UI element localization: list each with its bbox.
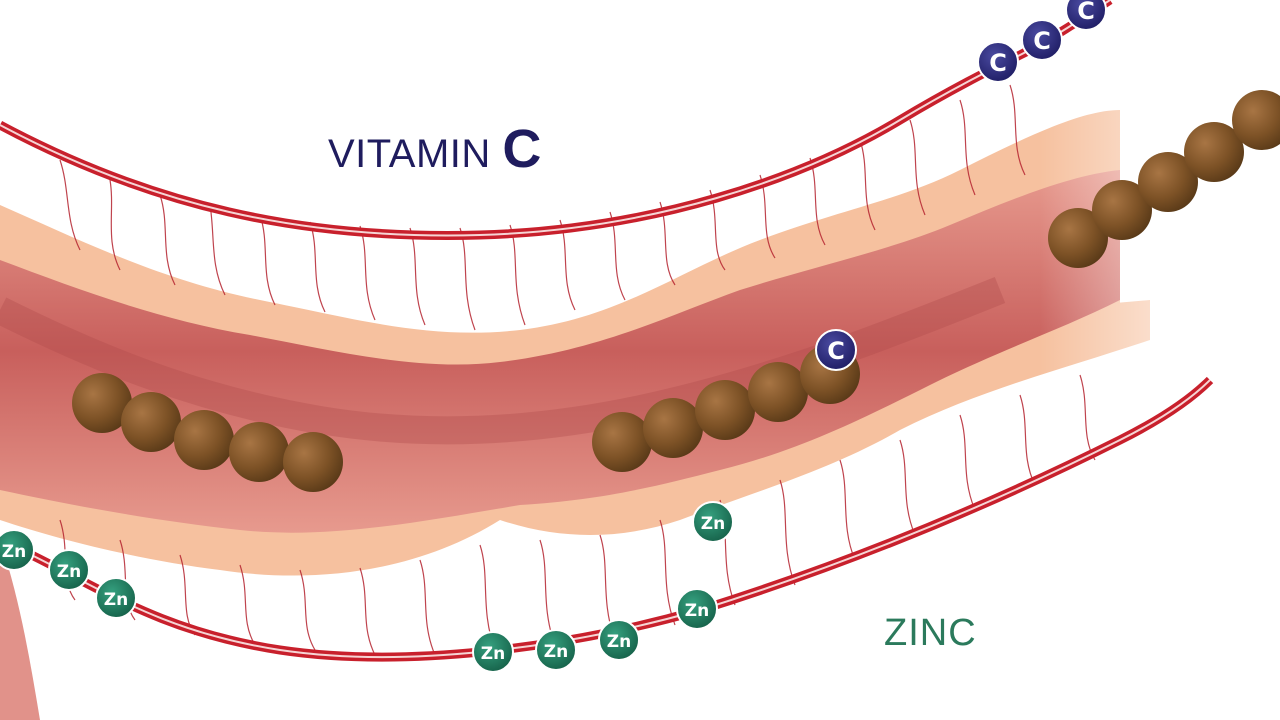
svg-text:Zn: Zn <box>2 542 26 562</box>
svg-text:Zn: Zn <box>57 562 81 582</box>
food-particle-icon <box>1138 152 1198 212</box>
food-particle-icon <box>748 362 808 422</box>
zinc-molecule-icon: Zn <box>95 577 137 619</box>
food-particle-icon <box>643 398 703 458</box>
svg-text:Zn: Zn <box>104 590 128 610</box>
food-particle-icon <box>695 380 755 440</box>
svg-text:Zn: Zn <box>701 514 725 534</box>
food-particle-icon <box>592 412 652 472</box>
svg-text:Zn: Zn <box>607 632 631 652</box>
food-particle-icon <box>229 422 289 482</box>
zinc-molecule-icon: Zn <box>598 619 640 661</box>
zinc-molecule-icon: Zn <box>472 631 514 673</box>
food-particle-icon <box>1232 90 1280 150</box>
food-particle-icon <box>1184 122 1244 182</box>
food-particle-icon <box>283 432 343 492</box>
svg-text:C: C <box>827 337 845 365</box>
vitamin-c-molecule-icon: C <box>815 329 857 371</box>
intestine-tail <box>0 540 40 720</box>
zinc-label: ZINC <box>884 612 977 654</box>
food-particle-icon <box>1048 208 1108 268</box>
vitamin-c-molecules: C C C C <box>815 0 1107 371</box>
vitamin-letter: C <box>502 119 542 179</box>
food-particle-icon <box>72 373 132 433</box>
vitamin-c-molecule-icon: C <box>977 41 1019 83</box>
zinc-molecule-icon: Zn <box>48 549 90 591</box>
vitamin-word: VITAMIN <box>328 132 491 176</box>
svg-text:Zn: Zn <box>685 601 709 621</box>
zinc-molecule-icon: Zn <box>0 529 35 571</box>
zinc-molecule-icon: Zn <box>535 629 577 671</box>
zinc-molecules: Zn Zn Zn Zn Zn Zn Zn Zn <box>0 501 734 673</box>
food-chain-right <box>1048 90 1280 268</box>
blood-vessels <box>0 0 1214 662</box>
svg-text:Zn: Zn <box>544 642 568 662</box>
zinc-molecule-icon: Zn <box>692 501 734 543</box>
svg-text:C: C <box>1077 0 1095 25</box>
vitamin-c-molecule-icon: C <box>1021 19 1063 61</box>
food-chain-left <box>72 373 343 492</box>
vitamin-c-label: VITAMIN C <box>328 118 542 180</box>
svg-text:Zn: Zn <box>481 644 505 664</box>
svg-text:C: C <box>989 49 1007 77</box>
vitamin-c-molecule-icon: C <box>1065 0 1107 31</box>
food-particle-icon <box>174 410 234 470</box>
svg-text:C: C <box>1033 27 1051 55</box>
zinc-molecule-icon: Zn <box>676 588 718 630</box>
food-chain-middle <box>592 344 860 472</box>
food-particle-icon <box>121 392 181 452</box>
food-particle-icon <box>1092 180 1152 240</box>
